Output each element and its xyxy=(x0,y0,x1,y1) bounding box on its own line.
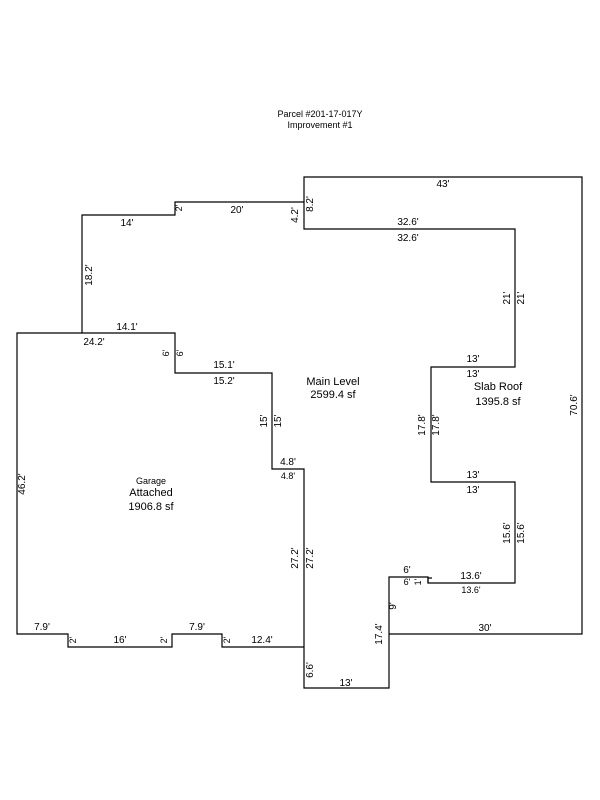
dim-46-2: 46.2' xyxy=(17,473,28,494)
dim-7-9-b: 7.9' xyxy=(189,622,205,633)
dim-2-c: 2' xyxy=(222,636,232,643)
dim-32-6-top: 32.6' xyxy=(397,217,418,228)
slab-roof-outline xyxy=(303,176,583,635)
dim-13-c: 13' xyxy=(466,470,479,481)
dim-17-4: 17.4' xyxy=(374,623,385,644)
slab-roof-name: Slab Roof xyxy=(474,381,523,393)
main-level-outline xyxy=(81,201,516,689)
dim-4-8-a: 4.8' xyxy=(280,457,296,468)
notch-detail xyxy=(427,577,432,583)
dim-14-1: 14.1' xyxy=(116,322,137,333)
dim-70-6: 70.6' xyxy=(569,394,580,415)
dim-6-b: 6' xyxy=(404,577,411,587)
dim-43: 43' xyxy=(436,179,449,190)
dim-4-2: 4.2' xyxy=(290,207,301,223)
dim-13-e: 13' xyxy=(339,678,352,689)
garage-name: Garage xyxy=(136,476,166,486)
dim-27-2-b: 27.2' xyxy=(305,547,316,568)
dim-15-2: 15.2' xyxy=(213,376,234,387)
improvement-label: Improvement #1 xyxy=(287,120,352,130)
garage-area: 1906.8 sf xyxy=(128,501,174,513)
dim-6-6: 6.6' xyxy=(305,662,316,678)
dim-15-1: 15.1' xyxy=(213,360,234,371)
dim-30: 30' xyxy=(478,623,491,634)
dim-2-a: 2' xyxy=(68,636,78,643)
dim-6-d: 6' xyxy=(175,349,185,356)
dim-4-8-b: 4.8' xyxy=(281,471,296,481)
dim-2-b: 2' xyxy=(159,636,169,643)
dim-6-a: 6' xyxy=(403,565,411,576)
dim-21-b: 21' xyxy=(516,291,527,304)
dim-15-b: 15' xyxy=(273,414,284,427)
dim-17-8-b: 17.8' xyxy=(431,414,442,435)
slab-roof-area: 1395.8 sf xyxy=(475,396,521,408)
parcel-label: Parcel #201-17-017Y xyxy=(277,109,362,119)
dim-14: 14' xyxy=(120,218,133,229)
dim-18-2: 18.2' xyxy=(84,264,95,285)
dim-6-c: 6' xyxy=(161,349,171,356)
dim-20: 20' xyxy=(230,205,243,216)
dim-7-9-a: 7.9' xyxy=(34,622,50,633)
main-level-name: Main Level xyxy=(306,376,359,388)
dim-15-6-b: 15.6' xyxy=(516,522,527,543)
dim-8-2: 8.2' xyxy=(305,196,316,212)
dim-13-a: 13' xyxy=(466,354,479,365)
dim-15-a: 15' xyxy=(259,414,270,427)
dim-17-8-a: 17.8' xyxy=(417,414,428,435)
garage-outline xyxy=(16,332,304,648)
dim-1: 1' xyxy=(413,578,423,585)
dim-13-6-a: 13.6' xyxy=(460,571,481,582)
dim-13-d: 13' xyxy=(466,485,479,496)
dim-27-2-a: 27.2' xyxy=(290,547,301,568)
dim-16: 16' xyxy=(113,635,126,646)
main-level-area: 2599.4 sf xyxy=(310,389,356,401)
dim-24-2: 24.2' xyxy=(83,337,104,348)
dim-15-6-a: 15.6' xyxy=(502,522,513,543)
dim-13-6-b: 13.6' xyxy=(461,585,481,595)
garage-type: Attached xyxy=(129,487,172,499)
dim-21-a: 21' xyxy=(502,291,513,304)
dim-12-4: 12.4' xyxy=(251,635,272,646)
dim-13-b: 13' xyxy=(466,369,479,380)
dim-9: 9' xyxy=(388,602,399,610)
dim-2-top: 2' xyxy=(174,204,184,211)
dim-32-6-bottom: 32.6' xyxy=(397,233,418,244)
